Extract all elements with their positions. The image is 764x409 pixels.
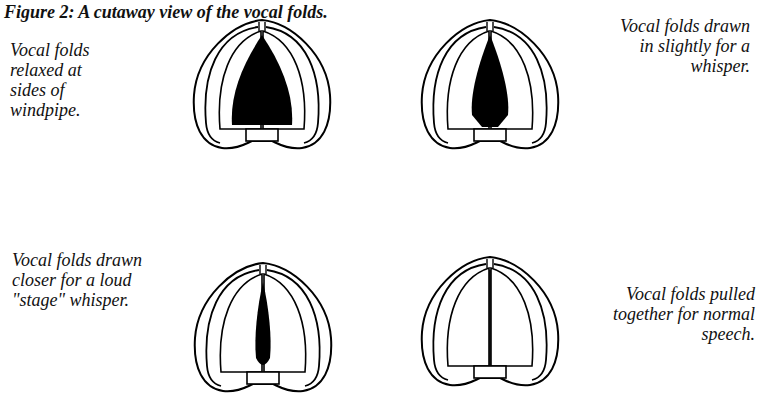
larynx-whisper [422, 20, 559, 148]
larynx-speech [422, 257, 559, 385]
larynx-stage-whisper [195, 263, 332, 391]
figure-title: Figure 2: A cutaway view of the vocal fo… [4, 2, 328, 22]
figure-caption: Vocal folds relaxed at sides of windpipe… [10, 40, 120, 120]
figure-caption: Vocal folds drawn closer for a loud "sta… [12, 250, 150, 310]
figure-caption: Vocal folds pulled together for normal s… [590, 284, 755, 344]
larynx-relaxed [194, 20, 331, 148]
figure-caption: Vocal folds drawn in slightly for a whis… [620, 16, 750, 76]
